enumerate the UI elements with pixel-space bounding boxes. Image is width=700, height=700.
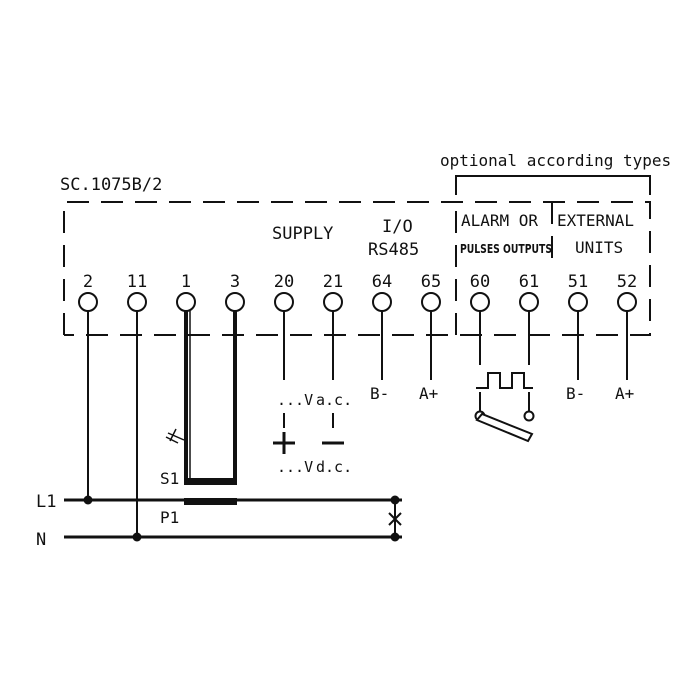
io-label: I/O xyxy=(382,217,413,237)
line-n-label: N xyxy=(36,530,46,550)
terminal-label-20: 20 xyxy=(274,272,294,292)
terminal-label-1: 1 xyxy=(181,272,191,292)
io-a-plus: A+ xyxy=(419,384,438,403)
earth-icon xyxy=(165,428,185,444)
terminal-21 xyxy=(323,292,343,312)
ct-secondary-wires xyxy=(184,311,237,478)
terminal-label-52: 52 xyxy=(617,272,637,292)
ct-s1-label: S1 xyxy=(160,469,179,488)
ct-p1-label: P1 xyxy=(160,508,179,527)
terminal-label-61: 61 xyxy=(519,272,539,292)
terminal-label-2: 2 xyxy=(83,272,93,292)
load-icon xyxy=(388,500,402,537)
ext-b-minus: B- xyxy=(566,384,585,403)
alarm-switch-icon xyxy=(474,392,535,443)
model-title: SC.1075B/2 xyxy=(60,175,162,195)
ext-a-plus: A+ xyxy=(615,384,634,403)
io-b-minus: B- xyxy=(370,384,389,403)
ct-secondary-winding xyxy=(184,478,237,485)
terminal-61 xyxy=(519,292,539,312)
terminal-label-21: 21 xyxy=(323,272,343,292)
plus-icon xyxy=(273,432,295,454)
pulse-waveform-icon xyxy=(476,372,533,389)
line-l1-label: L1 xyxy=(36,492,56,512)
pulses-outputs-label: PULSES OUTPUTS xyxy=(460,242,552,256)
terminal-65 xyxy=(421,292,441,312)
rs485-label: RS485 xyxy=(368,240,419,260)
terminal-20 xyxy=(274,292,294,312)
terminal-label-60: 60 xyxy=(470,272,490,292)
terminal-60 xyxy=(470,292,490,312)
units-label: UNITS xyxy=(575,238,623,257)
terminal-wires xyxy=(87,311,628,537)
terminal-label-65: 65 xyxy=(421,272,441,292)
external-label: EXTERNAL xyxy=(557,211,634,230)
optional-label: optional according types xyxy=(440,151,671,170)
supply-label: SUPPLY xyxy=(272,224,333,244)
terminal-label-3: 3 xyxy=(230,272,240,292)
terminal-label-64: 64 xyxy=(372,272,392,292)
junction-dots xyxy=(83,495,400,542)
terminal-3 xyxy=(225,292,245,312)
supply-dc-label: d.c. xyxy=(316,458,352,476)
terminal-label-51: 51 xyxy=(568,272,588,292)
supply-ac-voltage: ...V xyxy=(277,391,313,409)
supply-ac-label: a.c. xyxy=(316,391,352,409)
terminal-label-11: 11 xyxy=(127,272,147,292)
terminal-51 xyxy=(568,292,588,312)
terminal-2 xyxy=(78,292,98,312)
terminal-64 xyxy=(372,292,392,312)
terminal-52 xyxy=(617,292,637,312)
terminal-11 xyxy=(127,292,147,312)
alarm-label: ALARM OR xyxy=(461,211,538,230)
meter-enclosure xyxy=(63,201,651,336)
terminal-1 xyxy=(176,292,196,312)
optional-bracket xyxy=(455,175,651,195)
supply-dc-voltage: ...V xyxy=(277,458,313,476)
